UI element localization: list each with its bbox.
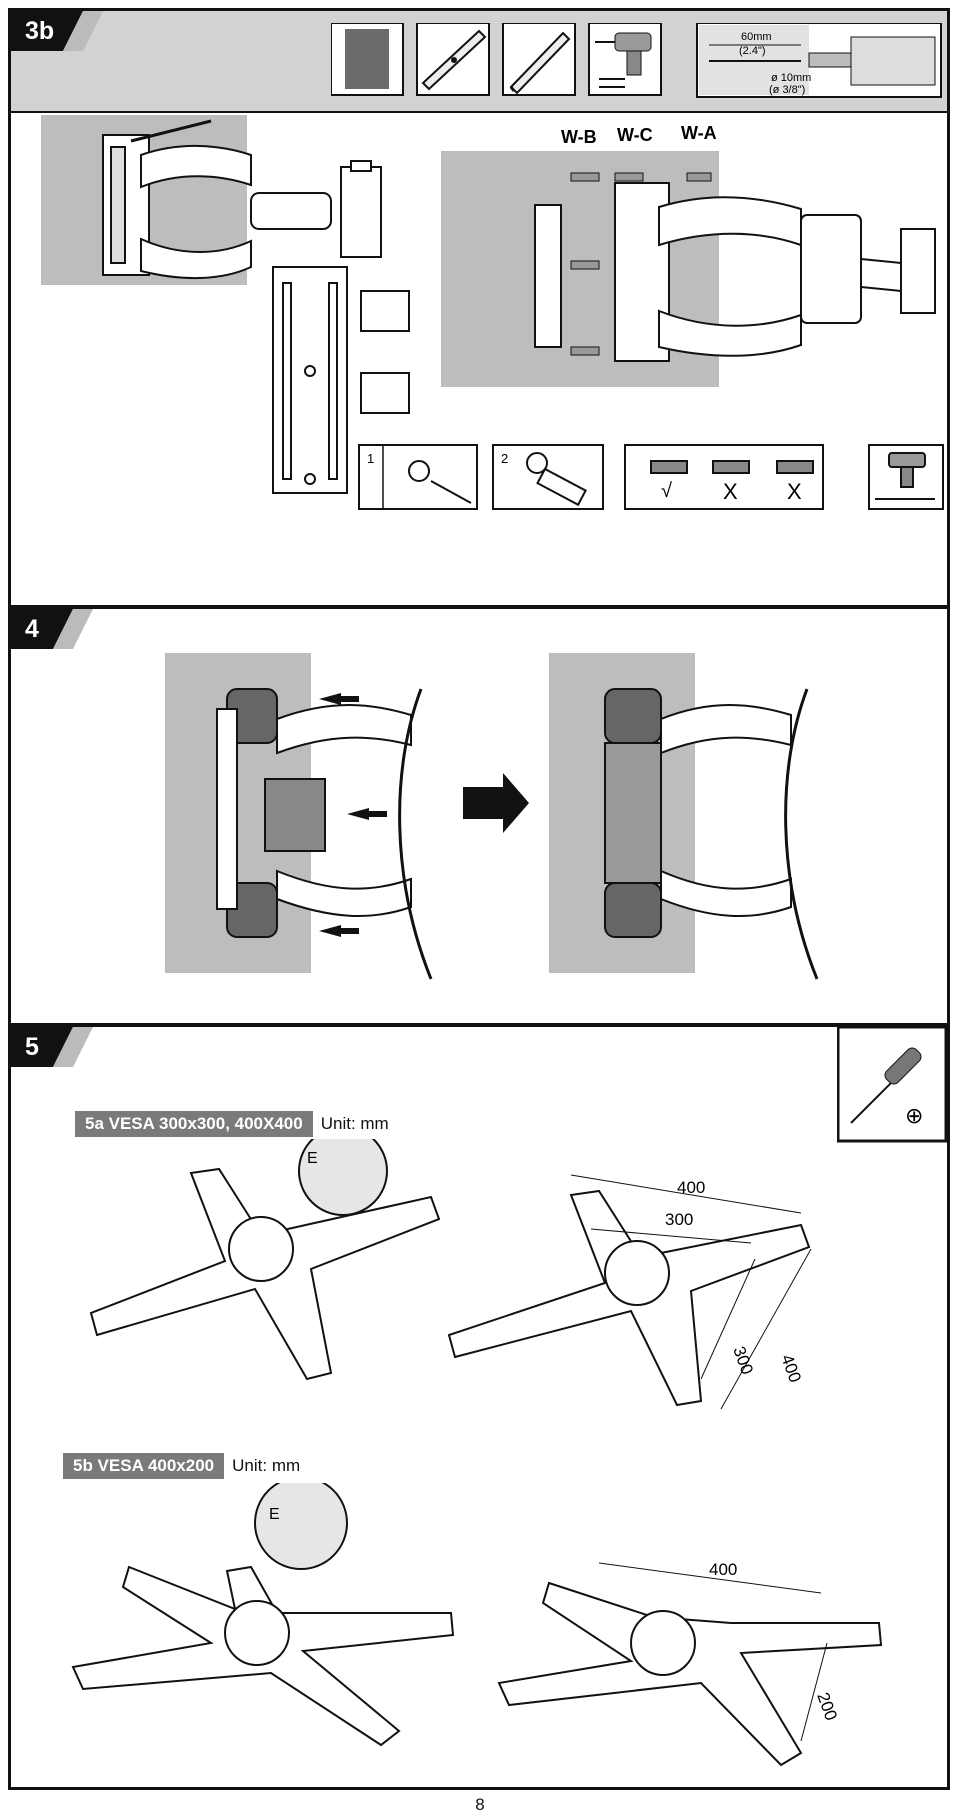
dimension-lines-5a bbox=[570, 1174, 812, 1410]
step-3b-panel: 3b bbox=[8, 8, 950, 608]
step-tag-shape bbox=[11, 11, 103, 51]
mount-after bbox=[604, 688, 792, 938]
arrow-top-shaft bbox=[341, 696, 359, 702]
level-x-mark-1: X bbox=[723, 479, 738, 504]
step-3b-illustration: W-B W-C W-A 1 2 √ X X bbox=[41, 115, 944, 510]
arrow-bottom-shaft bbox=[341, 928, 359, 934]
tv-edge-after bbox=[784, 688, 819, 980]
arrow-top bbox=[319, 693, 341, 705]
step-4-illustration bbox=[165, 653, 819, 980]
mount-left bbox=[102, 134, 382, 280]
dim-5a-300-top: 300 bbox=[665, 1210, 693, 1229]
vesa-bracket-5b-right bbox=[497, 1581, 883, 1767]
drill-depth-icon bbox=[696, 23, 942, 98]
wall-texture-icon bbox=[331, 23, 404, 96]
tv-edge-before bbox=[398, 688, 433, 980]
mount-right bbox=[534, 182, 936, 362]
vesa-5b-label: 5b VESA 400x200 Unit: mm bbox=[63, 1453, 300, 1479]
callout-magnifier-5b bbox=[254, 1483, 348, 1570]
arrow-middle-shaft bbox=[369, 811, 387, 817]
drill-diameter-text: ø 10mm bbox=[771, 72, 811, 84]
anchor-label-wc: W-C bbox=[617, 125, 653, 145]
wall-plate-template bbox=[272, 266, 410, 494]
screwdriver-tool-box: ⊕ bbox=[837, 1027, 947, 1143]
mount-before bbox=[216, 688, 412, 938]
step-5-tag: 5 bbox=[25, 1033, 39, 1061]
dim-5a-300-side: 300 bbox=[729, 1344, 757, 1377]
detail-number-1: 1 bbox=[367, 451, 374, 466]
anchor-label-wa: W-A bbox=[681, 123, 717, 143]
vesa-5b-diagrams: E 400 200 bbox=[71, 1483, 883, 1767]
callout-magnifier-5a bbox=[298, 1139, 388, 1216]
detail-drill-small bbox=[868, 444, 944, 510]
vesa-5a-diagrams: E 400 300 300 400 bbox=[89, 1139, 812, 1410]
level-check-box bbox=[624, 444, 824, 510]
dim-5b-400: 400 bbox=[709, 1560, 737, 1579]
phillips-screwdriver-icon bbox=[850, 1047, 922, 1124]
step-4-tag: 4 bbox=[25, 615, 39, 643]
tool-icons-row: 60mm (2.4") ø 10mm (ø 3/8") bbox=[331, 23, 942, 98]
dimension-lines-5b bbox=[598, 1562, 828, 1742]
dim-5b-200: 200 bbox=[813, 1690, 841, 1723]
callout-e-5b: E bbox=[269, 1506, 280, 1523]
step-arrow bbox=[463, 773, 529, 833]
drill-depth-text: 60mm bbox=[741, 31, 772, 43]
dim-5a-400-top: 400 bbox=[677, 1178, 705, 1197]
callout-e-5a: E bbox=[307, 1150, 318, 1167]
vesa-bracket-5b-left bbox=[71, 1565, 455, 1747]
vesa-5a-label: 5a VESA 300x300, 400X400 Unit: mm bbox=[75, 1111, 389, 1137]
detail-number-2: 2 bbox=[501, 451, 508, 466]
drill-depth-inch-text: (2.4") bbox=[739, 45, 766, 57]
drill-diameter-inch-text: (ø 3/8") bbox=[769, 84, 805, 96]
step-tag-shape bbox=[11, 1027, 93, 1067]
level-x-mark-2: X bbox=[787, 479, 802, 504]
vesa-5b-title: 5b VESA 400x200 bbox=[63, 1453, 225, 1479]
anchor-label-wb: W-B bbox=[561, 127, 597, 147]
pencil-mark bbox=[130, 119, 212, 143]
vesa-bracket-5a-right bbox=[447, 1189, 811, 1407]
level-icon bbox=[416, 23, 490, 96]
phillips-mark: ⊕ bbox=[905, 1103, 923, 1128]
step-4-panel: 4 bbox=[8, 606, 950, 1026]
vesa-5a-unit: Unit: mm bbox=[320, 1114, 389, 1133]
arrow-bottom bbox=[319, 925, 341, 937]
pencil-icon bbox=[502, 23, 576, 96]
level-ok-mark: √ bbox=[661, 480, 672, 502]
vesa-5a-title: 5a VESA 300x300, 400X400 bbox=[75, 1111, 313, 1137]
page-number: 8 bbox=[475, 1795, 485, 1814]
step-3b-tag: 3b bbox=[25, 17, 55, 45]
arrow-middle bbox=[347, 808, 369, 820]
vesa-bracket-5a-left bbox=[89, 1167, 441, 1381]
drill-icon bbox=[588, 23, 662, 96]
vesa-5b-unit: Unit: mm bbox=[232, 1456, 301, 1475]
detail-drill bbox=[492, 444, 604, 510]
step-tag-shape bbox=[11, 609, 93, 649]
detail-mark bbox=[358, 444, 478, 510]
step-5-panel: 5 ⊕ 5a VESA 300x300, 400X400 Unit: mm E bbox=[8, 1024, 950, 1790]
anchors bbox=[570, 172, 712, 356]
dim-5a-400-side: 400 bbox=[777, 1352, 805, 1385]
